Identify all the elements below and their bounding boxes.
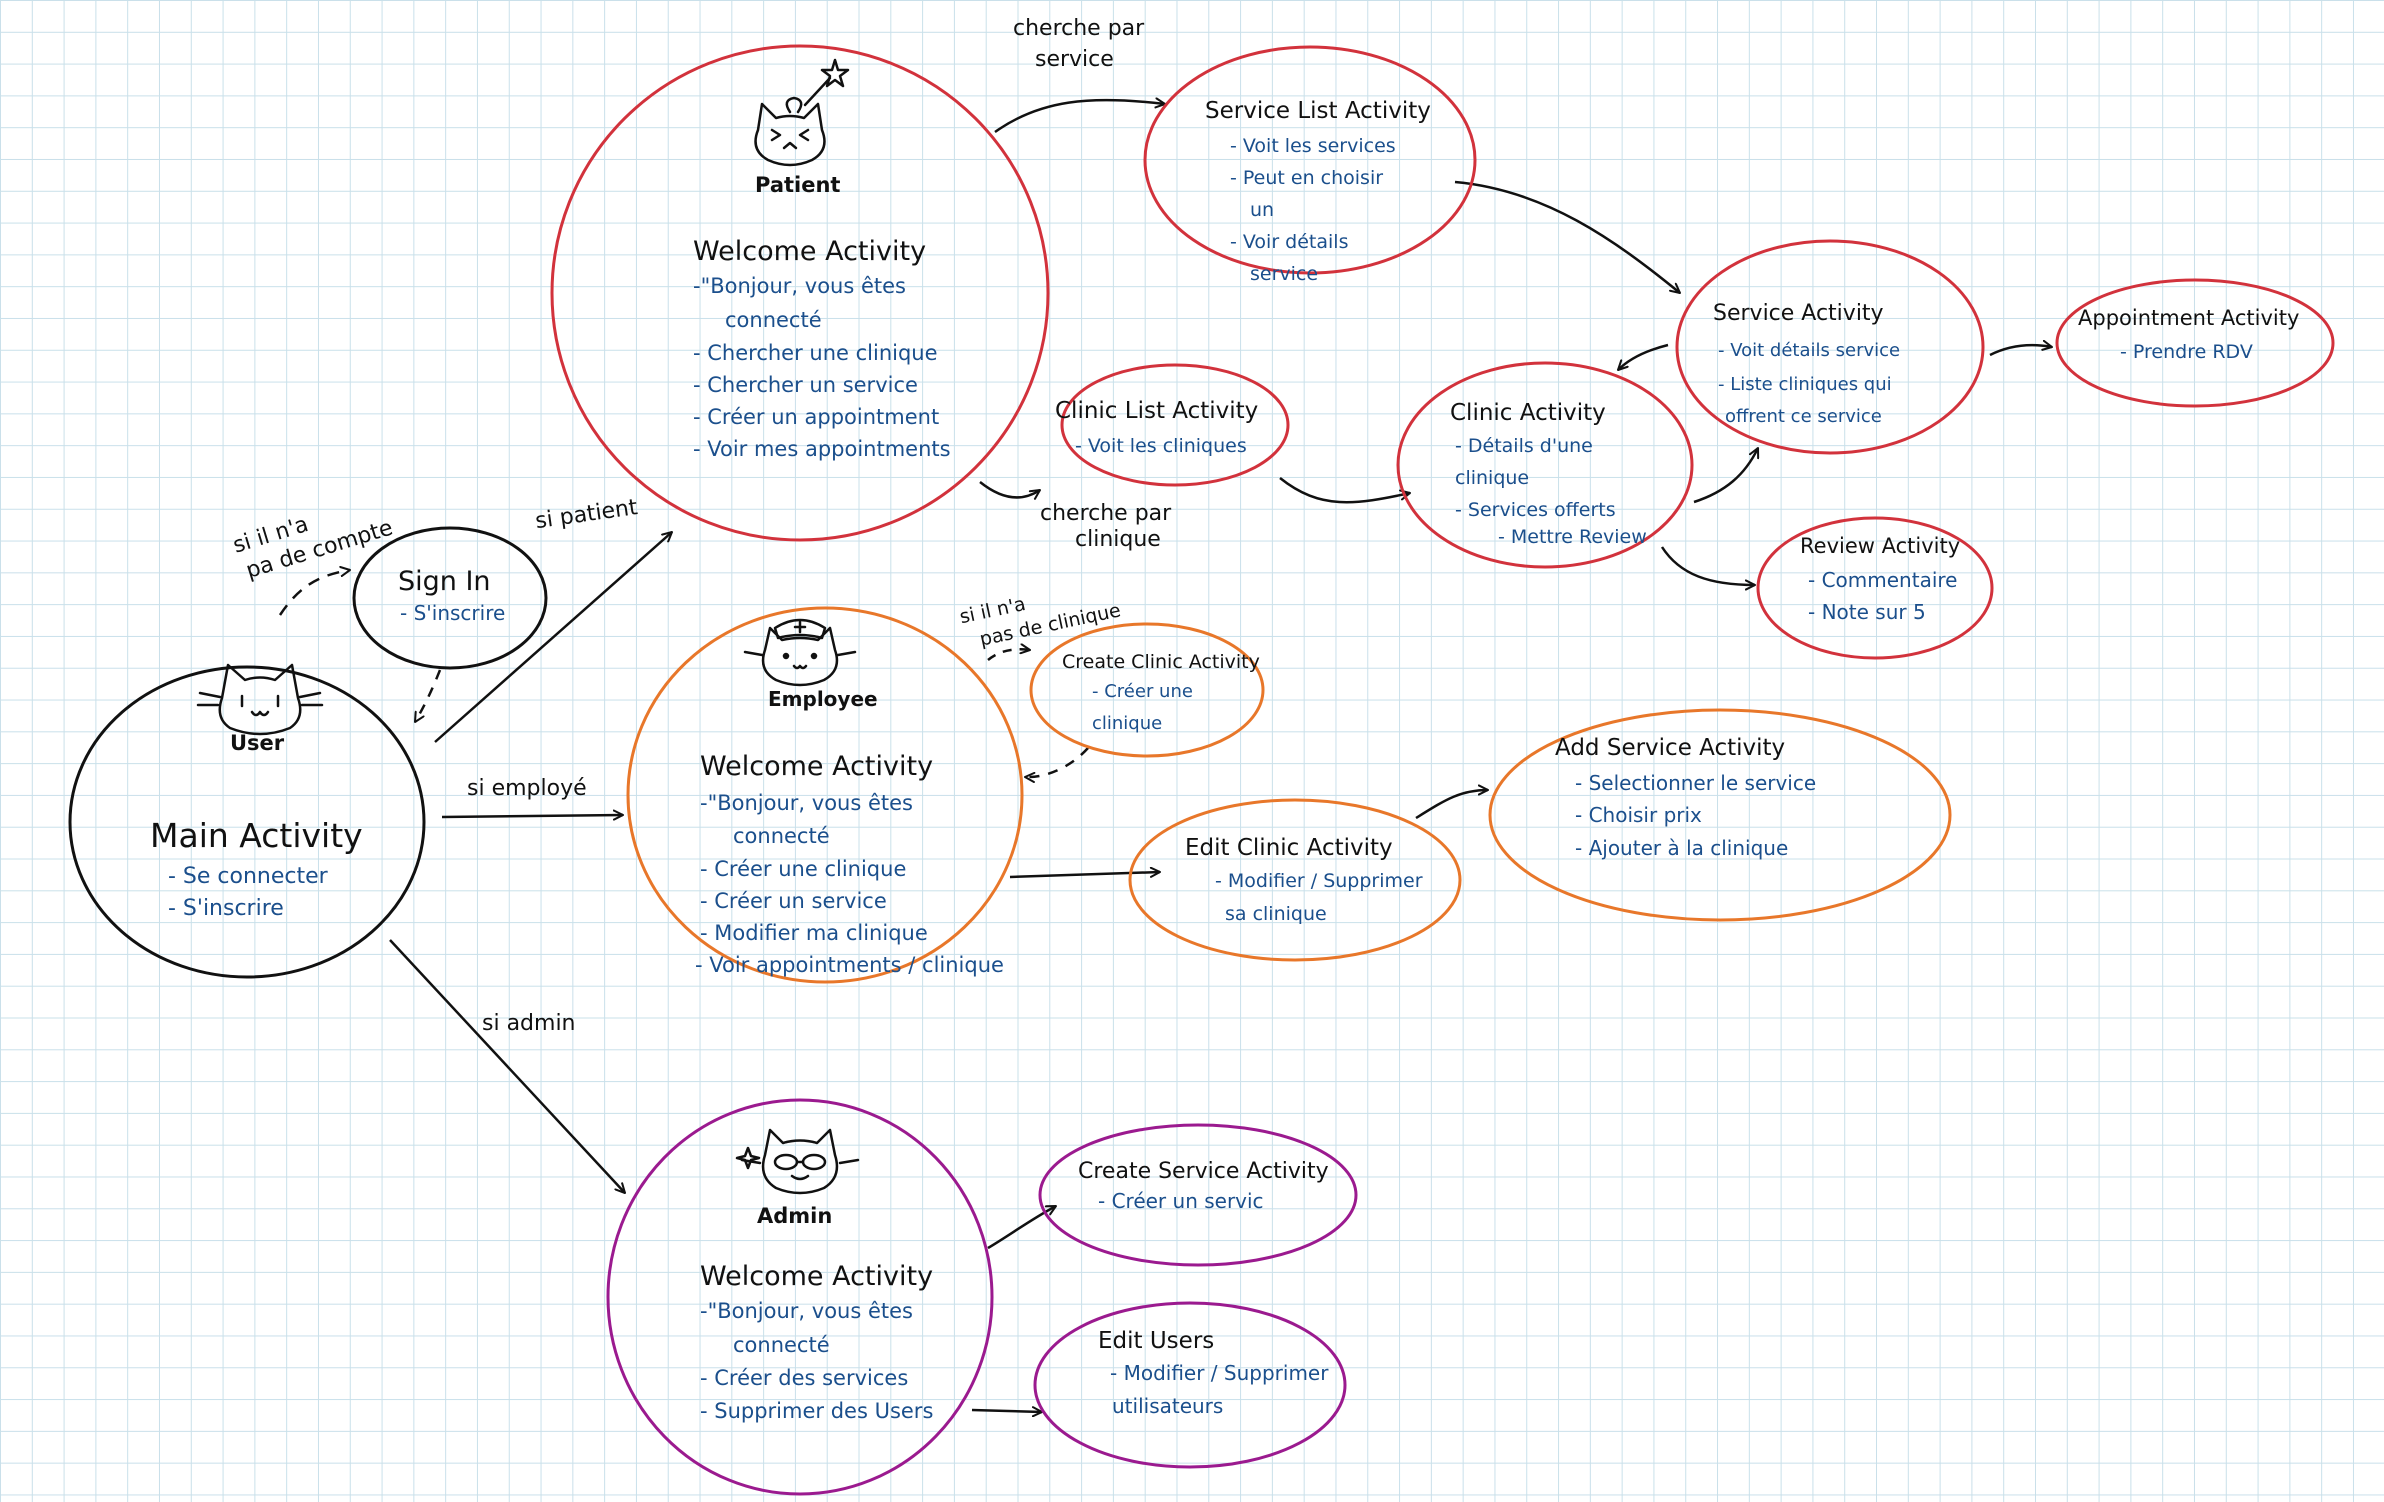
edge-clinic-to-review [1660, 546, 1755, 585]
editclinic-items: - Modifier / Supprimer sa clinique [1215, 870, 1429, 925]
node-appointment-activity[interactable] [2055, 278, 2335, 408]
createservice-title: Create Service Activity [1078, 1159, 1329, 1184]
node-employee-welcome[interactable] [626, 606, 1024, 984]
service-title: Service Activity [1713, 301, 1884, 326]
node-create-clinic-activity[interactable] [1029, 622, 1265, 758]
edge-cliniclist-to-clinic [1279, 477, 1410, 504]
user-cat-icon [196, 663, 324, 736]
servicelist-items: - Voit les services - Peut en choisir un… [1230, 135, 1402, 285]
createclinic-items: - Créer une clinique [1092, 681, 1199, 734]
createclinic-title: Create Clinic Activity [1062, 651, 1260, 673]
node-clinic-list-activity[interactable] [1060, 363, 1290, 487]
appointment-items: - Prendre RDV [2120, 341, 2253, 363]
node-admin-welcome[interactable] [606, 1098, 994, 1496]
editclinic-title: Edit Clinic Activity [1185, 835, 1393, 861]
edge-label-if-patient: si patient [534, 495, 640, 534]
edge-service-to-clinic [1618, 343, 1669, 370]
edge-label-no-clinic: si il n'a pas de clinique [958, 574, 1123, 654]
edge-service-to-appointment [1989, 345, 2052, 357]
main-items: - Se connecter - S'inscrire [168, 864, 335, 921]
clinic-title: Clinic Activity [1450, 400, 1606, 426]
edge-employee-to-editclinic [1009, 872, 1160, 879]
edge-main-to-patient [434, 532, 672, 743]
node-service-activity[interactable] [1675, 239, 1985, 455]
node-sign-in[interactable] [352, 526, 548, 670]
main-title: Main Activity [150, 816, 363, 855]
node-texts: User Main Activity - Se connecter - S'in… [150, 98, 2299, 1423]
node-edit-users[interactable] [1033, 1301, 1347, 1469]
edge-signin-to-main [413, 669, 442, 722]
signin-items: - S'inscrire [400, 601, 505, 625]
node-clinic-activity[interactable] [1396, 361, 1694, 569]
edge-servicelist-to-service [1454, 180, 1680, 293]
editusers-title: Edit Users [1098, 1328, 1214, 1354]
patient-cat-label: Patient [755, 173, 840, 197]
edge-editclinic-to-addservice [1415, 790, 1488, 820]
node-create-service-activity[interactable] [1038, 1123, 1358, 1267]
node-add-service-activity[interactable] [1488, 708, 1952, 922]
edge-employee-to-createclinic [987, 649, 1030, 661]
edge-labels: si il n'a pa de compte si patient si emp… [230, 16, 1178, 1036]
admin-items: -"Bonjour, vous êtes connecté - Créer de… [700, 1299, 933, 1423]
edge-admin-to-createservice [987, 1204, 1056, 1250]
main-cat-label: User [230, 731, 285, 755]
patient-items: -"Bonjour, vous êtes connecté - Chercher… [693, 274, 951, 461]
edge-patient-to-cliniclist [979, 481, 1040, 497]
node-service-list-activity[interactable] [1143, 45, 1477, 275]
appointment-title: Appointment Activity [2078, 306, 2299, 330]
edge-label-search-clinic: cherche par clinique [1040, 501, 1178, 552]
edge-label-search-service: cherche par service [1013, 16, 1151, 72]
node-main-activity[interactable] [68, 665, 426, 979]
edge-main-to-admin [389, 939, 625, 1193]
edge-label-if-employee: si employé [467, 776, 587, 801]
admin-cat-label: Admin [757, 1204, 832, 1228]
node-edit-clinic-activity[interactable] [1128, 798, 1462, 962]
editusers-items: - Modifier / Supprimer utilisateurs [1110, 1361, 1335, 1418]
addservice-items: - Selectionner le service - Choisir prix… [1575, 771, 1823, 860]
patient-title: Welcome Activity [693, 236, 926, 267]
service-items: - Voit détails service - Liste cliniques… [1718, 340, 1906, 427]
edge-main-to-signin [278, 570, 350, 616]
edge-createclinic-to-employee [1025, 747, 1089, 777]
review-title: Review Activity [1800, 534, 1960, 558]
employee-title: Welcome Activity [700, 751, 933, 782]
edge-main-to-employee [441, 815, 623, 817]
edge-admin-to-editusers [971, 1410, 1042, 1412]
employee-cat-icon [743, 618, 857, 687]
clinic-items: - Détails d'une clinique - Services offe… [1455, 435, 1647, 548]
cliniclist-title: Clinic List Activity [1055, 398, 1258, 424]
edge-patient-to-servicelist [994, 100, 1165, 134]
node-review-activity[interactable] [1756, 516, 1994, 660]
edge-clinic-to-service [1693, 448, 1758, 504]
employee-cat-label: Employee [768, 687, 878, 711]
admin-cat-icon [735, 1128, 860, 1195]
employee-items: -"Bonjour, vous êtes connecté - Créer un… [695, 791, 1004, 977]
edge-label-no-account: si il n'a pa de compte [230, 489, 396, 586]
cliniclist-items: - Voit les cliniques [1075, 435, 1247, 457]
edge-label-if-admin: si admin [482, 1011, 576, 1036]
patient-cat-icon [754, 58, 850, 167]
review-items: - Commentaire - Note sur 5 [1808, 568, 1964, 624]
cat-icons [196, 58, 860, 1195]
addservice-title: Add Service Activity [1555, 735, 1785, 761]
edges [278, 100, 2052, 1412]
createservice-items: - Créer un servic [1098, 1189, 1264, 1213]
servicelist-title: Service List Activity [1205, 98, 1431, 124]
node-patient-welcome[interactable] [550, 44, 1050, 542]
node-shapes [68, 44, 2335, 1496]
admin-title: Welcome Activity [700, 1261, 933, 1292]
signin-title: Sign In [398, 566, 491, 597]
